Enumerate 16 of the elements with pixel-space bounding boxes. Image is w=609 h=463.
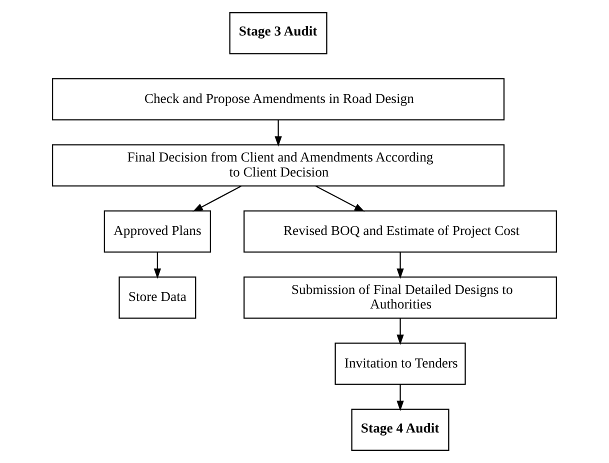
node-box: Stage 3 Audit bbox=[229, 12, 328, 54]
arrow bbox=[396, 384, 404, 412]
arrow bbox=[274, 120, 282, 147]
node-box: Check and Propose Amendments in Road Design bbox=[52, 78, 505, 120]
node-box: Submission of Final Detailed Designs to Authorities bbox=[244, 276, 558, 319]
node-box: Final Decision from Client and Amendments According to Client Decision bbox=[52, 144, 505, 186]
arrow bbox=[396, 318, 404, 345]
arrow bbox=[192, 186, 242, 212]
node-box: Invitation to Tenders bbox=[334, 342, 466, 385]
arrow bbox=[396, 252, 404, 279]
node-box: Store Data bbox=[118, 276, 196, 319]
node-box: Revised BOQ and Estimate of Project Cost bbox=[244, 210, 558, 253]
arrow bbox=[154, 252, 162, 279]
node-box: Stage 4 Audit bbox=[351, 408, 450, 451]
node-box: Approved Plans bbox=[104, 210, 212, 253]
arrow bbox=[315, 186, 365, 212]
